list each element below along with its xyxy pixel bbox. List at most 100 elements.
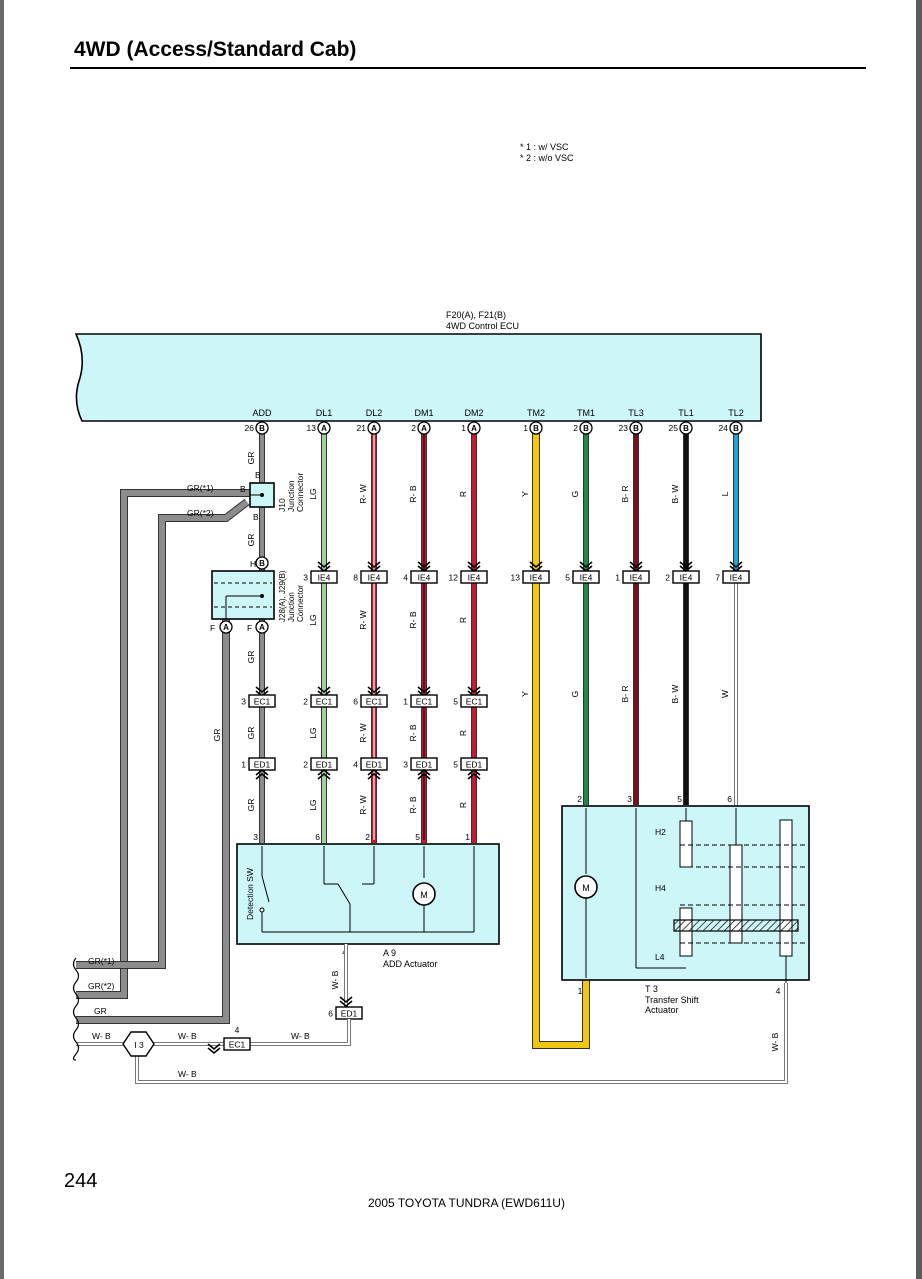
connector-ie4-6-pin: 1 bbox=[615, 573, 620, 583]
wire-label-top-2: R- W bbox=[358, 484, 368, 503]
connector-ie4-4-pin: 13 bbox=[511, 573, 521, 583]
chevron-ed1-3 bbox=[417, 768, 431, 780]
ecu-pin-add bbox=[255, 421, 269, 435]
connector-ie4-1 bbox=[360, 570, 388, 584]
ecu-pin-num-tl2: 24 bbox=[719, 423, 729, 433]
wire-label-gr-left: GR bbox=[94, 1006, 107, 1016]
add-actuator-pin-0: 3 bbox=[253, 832, 258, 842]
add-actuator-pin-4: 1 bbox=[465, 832, 470, 842]
connector-ec1-3-pin: 1 bbox=[403, 697, 408, 707]
connector-ie4-2 bbox=[410, 570, 438, 584]
connector-ie4-0 bbox=[310, 570, 338, 584]
wire-label-bw-2: B- W bbox=[670, 685, 680, 704]
ecu-pin-dl1 bbox=[317, 421, 331, 435]
wire-label-g-2: G bbox=[570, 691, 580, 698]
wire-label-l4-0: GR bbox=[246, 799, 256, 812]
connector-ed1-3-label: ED1 bbox=[416, 760, 433, 770]
connector-ec1-4-pin: 5 bbox=[453, 697, 458, 707]
junction-j28-line3: Connector bbox=[296, 585, 305, 622]
connector-ec1-1 bbox=[310, 694, 338, 708]
connector-ec1-ground-label: EC1 bbox=[229, 1040, 246, 1050]
ecu-pin-dl2-letter: A bbox=[371, 424, 377, 433]
connector-ec1-2-label: EC1 bbox=[366, 697, 383, 707]
chevron-ed1-2 bbox=[367, 768, 381, 780]
connector-ie4-6-label: IE4 bbox=[630, 573, 643, 583]
connector-ed1-ground-label: ED1 bbox=[341, 1009, 358, 1019]
wire-label-y-2: Y bbox=[520, 691, 530, 697]
wire-label-w-2: W bbox=[720, 690, 730, 698]
ecu-pin-num-tl3: 23 bbox=[619, 423, 629, 433]
connector-ie4-2-pin: 4 bbox=[403, 573, 408, 583]
wavy-break-left bbox=[72, 957, 80, 1061]
chevron-ed1-0 bbox=[255, 768, 269, 780]
wire-label-mid-3: R bbox=[458, 617, 468, 623]
ecu-pin-num-tl1: 25 bbox=[669, 423, 679, 433]
add-actuator-box bbox=[236, 843, 500, 945]
connector-ec1-0 bbox=[248, 694, 276, 708]
ecu-box bbox=[74, 333, 762, 422]
wire-label-l4-2: R- W bbox=[358, 795, 368, 814]
wire-label-top-9: L bbox=[720, 491, 730, 496]
ecu-terminal-label-tm2: TM2 bbox=[527, 408, 545, 418]
ecu-pin-dm1-letter: A bbox=[421, 424, 427, 433]
add-motor-icon bbox=[412, 882, 436, 906]
connector-ie4-8-pin: 7 bbox=[715, 573, 720, 583]
wire-label-top-1: LG bbox=[308, 488, 318, 499]
transfer-actuator-line1: Transfer Shift bbox=[645, 995, 699, 1005]
wire-label-top-6: G bbox=[570, 491, 580, 498]
connector-ec1-3 bbox=[410, 694, 438, 708]
wire-label-br-2: B- R bbox=[620, 686, 630, 703]
wire-label-top-7: B- R bbox=[620, 486, 630, 503]
ecu-terminal-label-tl3: TL3 bbox=[628, 408, 644, 418]
wire-tm2-y bbox=[533, 428, 589, 1048]
wire-gr-star1 bbox=[76, 490, 262, 998]
add-actuator-pin-3: 5 bbox=[415, 832, 420, 842]
connector-ec1-1-label: EC1 bbox=[316, 697, 333, 707]
connector-ie4-1-label: IE4 bbox=[368, 573, 381, 583]
ecu-pin-tl2 bbox=[729, 421, 743, 435]
chevron-ed1-ground bbox=[339, 996, 353, 1008]
ecu-pin-num-dl2: 21 bbox=[357, 423, 367, 433]
connector-ec1-2-pin: 6 bbox=[353, 697, 358, 707]
add-actuator-pin-2: 2 bbox=[365, 832, 370, 842]
junction-j28-pin-left bbox=[219, 620, 233, 634]
connector-ie4-0-label: IE4 bbox=[318, 573, 331, 583]
ecu-pin-num-dm2: 1 bbox=[461, 423, 466, 433]
wire-wb-ec1 bbox=[250, 1019, 350, 1045]
junction-j28-pin-right-letter: A bbox=[259, 623, 265, 632]
ecu-terminal-label-tl2: TL2 bbox=[728, 408, 744, 418]
ecu-pin-tl2-letter: B bbox=[733, 424, 739, 433]
junction-j28-box bbox=[211, 570, 275, 620]
junction-j28-pin-top bbox=[255, 556, 269, 570]
transfer-h2-label: H2 bbox=[655, 827, 666, 837]
junction-j10-pin-bottom: B bbox=[253, 512, 259, 522]
transfer-pin-3: 6 bbox=[727, 794, 732, 804]
wire-label-l3-2: R- W bbox=[358, 723, 368, 742]
connector-ed1-0-pin: 1 bbox=[241, 760, 246, 770]
ecu-pin-num-dm1: 2 bbox=[411, 423, 416, 433]
wire-label-top-8: B- W bbox=[670, 485, 680, 504]
wire-label-l3-4: R bbox=[458, 730, 468, 736]
junction-j10-pin-left: B bbox=[240, 484, 246, 494]
chevron-ec1-ground bbox=[207, 1043, 221, 1055]
ecu-terminal-label-dl2: DL2 bbox=[366, 408, 383, 418]
wire-label-l4-4: R bbox=[458, 802, 468, 808]
junction-j28-line2: Junction bbox=[287, 592, 296, 622]
wire-label-gr-mid: GR bbox=[246, 534, 256, 547]
connector-ie4-2-label: IE4 bbox=[418, 573, 431, 583]
connector-ie4-7 bbox=[672, 570, 700, 584]
wire-label-top-5: Y bbox=[520, 491, 530, 497]
add-actuator-name: ADD Actuator bbox=[383, 959, 438, 969]
connector-ed1-ground-pin: 6 bbox=[328, 1009, 333, 1019]
connector-ed1-3-pin: 3 bbox=[403, 760, 408, 770]
transfer-pin-0: 2 bbox=[577, 794, 582, 804]
add-sw-contact bbox=[259, 907, 265, 913]
wire-label-wb-2: W- B bbox=[92, 1031, 111, 1041]
connector-ie4-3-pin: 12 bbox=[449, 573, 459, 583]
ecu-pin-tl1-letter: B bbox=[683, 424, 689, 433]
note-vsc: * 1 : w/ VSC bbox=[520, 142, 569, 152]
page-right-border bbox=[916, 0, 922, 1279]
connector-ed1-1-label: ED1 bbox=[316, 760, 333, 770]
add-actuator-switch-label: Detection SW bbox=[245, 868, 255, 920]
wire-wb-bottom bbox=[136, 983, 787, 1083]
